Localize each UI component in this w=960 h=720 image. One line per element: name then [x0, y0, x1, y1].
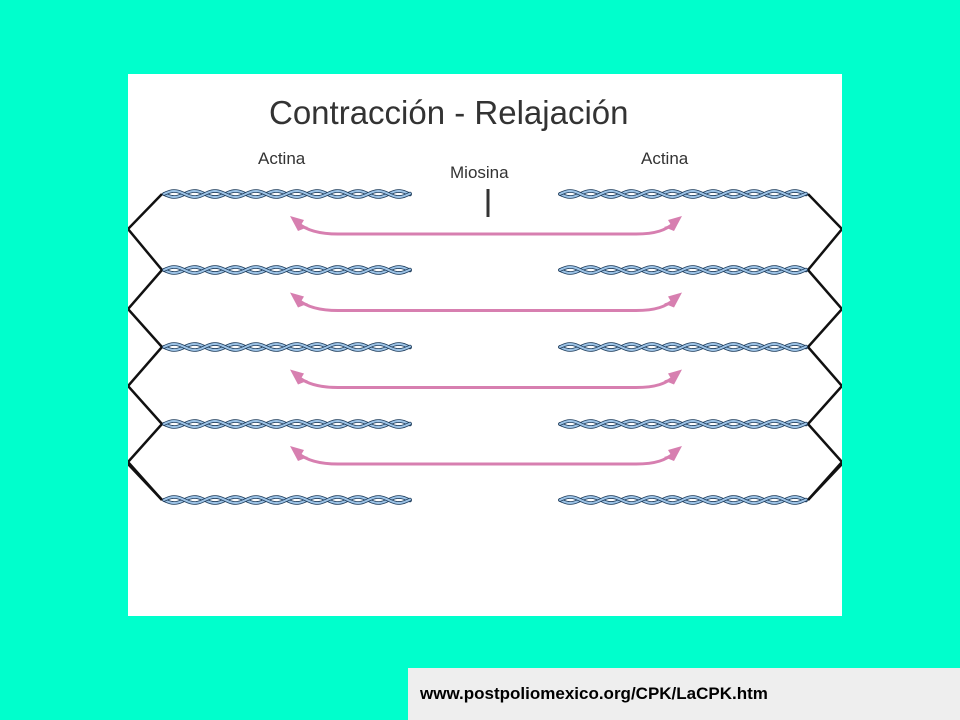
myosin-filament	[297, 221, 675, 236]
actin-filament-left-fill	[163, 419, 411, 429]
actin-filament-left-fill	[163, 342, 411, 352]
myosin-head-left	[290, 292, 308, 308]
actin-filament-left-fill	[163, 495, 411, 505]
actin-filament-right-fill	[559, 495, 807, 505]
z-line-right	[806, 193, 842, 501]
z-line-right-tail	[807, 463, 842, 501]
actin-filament-left-fill	[163, 265, 411, 275]
sarcomere-diagram-svg: Contracción - Relajación Actina Miosina …	[128, 94, 842, 505]
myosin-filament	[297, 298, 675, 312]
myosin-filaments	[290, 216, 682, 466]
actin-filament-left-fill	[163, 189, 411, 199]
myosin-head-right	[664, 446, 682, 461]
sarcomere-diagram: Contracción - Relajación Actina Miosina …	[128, 74, 842, 616]
actin-right-label: Actina	[641, 149, 689, 168]
z-line-left	[128, 193, 164, 501]
myosin-head-left	[290, 446, 308, 461]
myosin-head-left	[290, 369, 308, 385]
source-url: www.postpoliomexico.org/CPK/LaCPK.htm	[408, 668, 960, 720]
myosin-label: Miosina	[450, 163, 509, 182]
myosin-head-right	[664, 369, 682, 385]
actin-filament-right-fill	[559, 342, 807, 352]
z-line-left-tail	[128, 463, 163, 501]
z-lines	[128, 193, 842, 501]
myosin-head-right	[664, 216, 682, 231]
actin-left-label: Actina	[258, 149, 306, 168]
actin-filament-right-fill	[559, 189, 807, 199]
myosin-head-right	[664, 292, 682, 308]
myosin-filament	[297, 375, 675, 389]
actin-filament-right-fill	[559, 419, 807, 429]
actin-filament-right-fill	[559, 265, 807, 275]
myosin-filament	[297, 451, 675, 466]
myosin-head-left	[290, 216, 308, 231]
diagram-title: Contracción - Relajación	[269, 94, 629, 131]
actin-filaments	[162, 189, 808, 505]
